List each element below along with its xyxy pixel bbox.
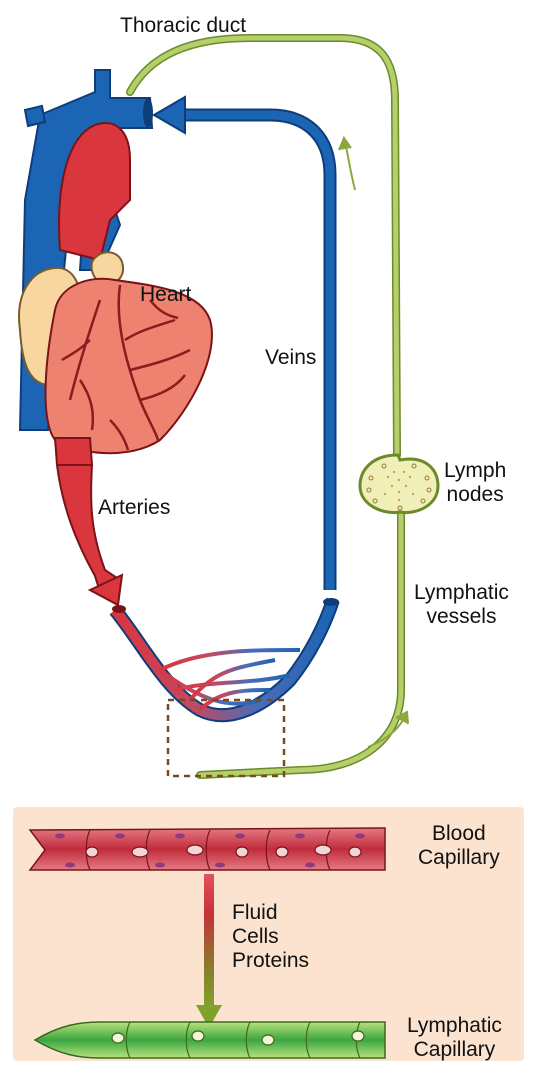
lymphatic-capillary-label: Lymphatic Capillary (407, 1014, 502, 1062)
fluid-label: Fluid (232, 901, 309, 925)
lymph-nodes-label-line1: Lymph (444, 459, 506, 483)
lymph-flow-arrow-up (339, 138, 355, 190)
lymphatic-vessels-label-line1: Lymphatic (414, 581, 509, 605)
lymphatic-capillary-illustration (35, 1022, 385, 1058)
lymphatic-capillary-label-line1: Lymphatic (407, 1014, 502, 1038)
blood-capillary-label-line1: Blood (418, 822, 500, 846)
proteins-label: Proteins (232, 949, 309, 973)
heart-label: Heart (140, 283, 191, 307)
lymphatic-capillary-label-line2: Capillary (407, 1038, 502, 1062)
veins-label: Veins (265, 346, 316, 370)
capillary-bed (112, 598, 339, 715)
lymph-nodes-label-line2: nodes (444, 483, 506, 507)
blood-capillary-label: Blood Capillary (418, 822, 500, 870)
lymph-node-shape (360, 455, 438, 513)
lymphatic-vessels-label-line2: vessels (414, 605, 509, 629)
blood-capillary-illustration (30, 828, 385, 870)
arteries-label: Arteries (98, 496, 170, 520)
artery-vessel (57, 465, 122, 605)
blood-capillary-label-line2: Capillary (418, 846, 500, 870)
thoracic-duct-label: Thoracic duct (120, 14, 246, 38)
lymph-nodes-label: Lymph nodes (444, 459, 506, 507)
exchanged-substances-label: Fluid Cells Proteins (232, 901, 309, 973)
cells-label: Cells (232, 925, 309, 949)
lymphatic-vessels-label: Lymphatic vessels (414, 581, 509, 629)
